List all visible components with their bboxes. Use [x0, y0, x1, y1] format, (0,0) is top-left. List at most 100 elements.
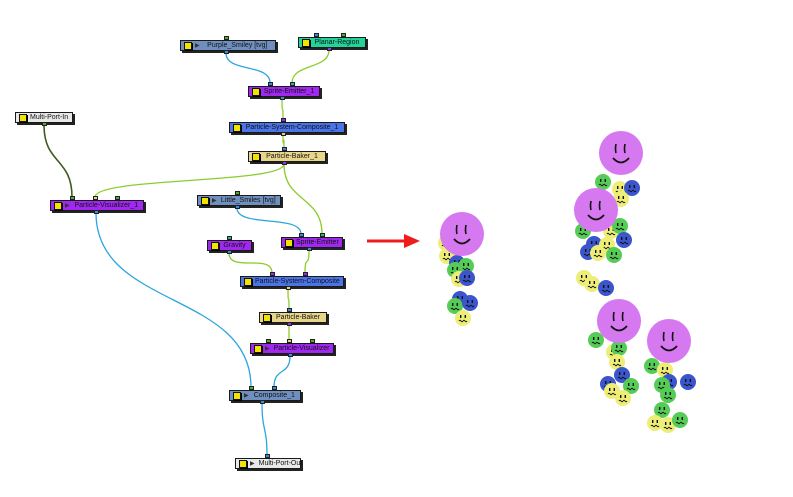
input-port[interactable]: [290, 82, 295, 86]
output-port[interactable]: [42, 122, 47, 126]
connection-psc-to-baker[interactable]: [287, 288, 290, 310]
node-enable-swatch[interactable]: [244, 277, 252, 286]
input-port[interactable]: [341, 33, 346, 37]
input-port[interactable]: [224, 36, 229, 40]
input-port[interactable]: [265, 454, 270, 458]
node-enable-swatch[interactable]: [254, 344, 262, 353]
expand-triangle-icon[interactable]: ▶: [65, 203, 70, 209]
node-label: Particle-Visualizer_1: [74, 202, 139, 209]
input-port[interactable]: [310, 339, 315, 343]
node-label: Particle-Baker: [276, 314, 320, 321]
input-port[interactable]: [115, 196, 120, 200]
input-port[interactable]: [268, 82, 273, 86]
output-port[interactable]: [227, 250, 232, 254]
output-port[interactable]: [280, 96, 285, 100]
expand-triangle-icon[interactable]: ▶: [265, 346, 270, 352]
input-port[interactable]: [227, 236, 232, 240]
small-smiley-green: [672, 412, 688, 428]
big-smiley: [599, 131, 643, 175]
input-port[interactable]: [270, 272, 275, 276]
output-port[interactable]: [94, 210, 99, 214]
node-enable-swatch[interactable]: [211, 241, 219, 250]
connection-composite-1-to-multi-port-out[interactable]: [261, 402, 268, 456]
node-label: Multi-Port-Out: [258, 460, 303, 467]
input-port[interactable]: [287, 339, 292, 343]
connection-little-smiles-to-sprite-emitter[interactable]: [236, 207, 302, 235]
node-enable-swatch[interactable]: [263, 313, 271, 322]
input-port[interactable]: [235, 191, 240, 195]
node-planar-region[interactable]: Planar-Region: [298, 37, 366, 48]
small-smiley-yellow: [660, 417, 676, 433]
expand-triangle-icon[interactable]: ▶: [212, 198, 217, 204]
node-composite-1[interactable]: ▶Composite_1: [229, 390, 301, 401]
input-port[interactable]: [320, 233, 325, 237]
node-enable-swatch[interactable]: [54, 201, 62, 210]
big-smiley: [574, 188, 618, 232]
node-label: Sprite-Emitter_1: [263, 88, 315, 95]
node-multi-port-out[interactable]: ▶Multi-Port-Out: [235, 458, 302, 469]
output-port[interactable]: [286, 286, 291, 290]
arrow-head-icon: [404, 234, 420, 248]
node-sprite-emitter[interactable]: Sprite-Emitter: [281, 237, 343, 248]
node-baker-1[interactable]: Particle-Baker_1: [248, 151, 326, 162]
output-port[interactable]: [281, 132, 286, 136]
expand-triangle-icon[interactable]: ▶: [244, 393, 249, 399]
node-enable-swatch[interactable]: [285, 238, 293, 247]
expand-triangle-icon[interactable]: ▶: [195, 43, 200, 49]
output-port[interactable]: [260, 400, 265, 404]
node-baker[interactable]: Particle-Baker: [259, 312, 327, 323]
big-smiley: [647, 319, 691, 363]
small-smiley-blue: [614, 367, 630, 383]
connection-gravity-to-psc[interactable]: [228, 252, 273, 274]
node-enable-swatch[interactable]: [201, 196, 209, 205]
input-port[interactable]: [314, 33, 319, 37]
node-psc-1[interactable]: Particle-System-Composite_1: [229, 122, 345, 133]
input-port[interactable]: [93, 196, 98, 200]
connection-visualizer-to-composite-1[interactable]: [273, 355, 291, 388]
node-enable-swatch[interactable]: [19, 113, 27, 122]
small-smiley-green: [606, 247, 622, 263]
small-smiley-green: [644, 358, 660, 374]
input-port[interactable]: [299, 233, 304, 237]
expand-triangle-icon[interactable]: ▶: [250, 461, 255, 467]
input-port[interactable]: [266, 339, 271, 343]
connection-baker-1-to-sprite-emitter[interactable]: [283, 163, 323, 235]
input-port[interactable]: [249, 386, 254, 390]
node-enable-swatch[interactable]: [239, 459, 247, 468]
output-port[interactable]: [235, 205, 240, 209]
input-port[interactable]: [281, 118, 286, 122]
output-port[interactable]: [327, 47, 332, 51]
connection-purple-smiley-to-sprite-emitter-1[interactable]: [225, 52, 271, 84]
output-port[interactable]: [224, 50, 229, 54]
input-port[interactable]: [272, 386, 277, 390]
connection-multi-port-in-to-visualizer-1[interactable]: [43, 124, 73, 198]
input-port[interactable]: [303, 272, 308, 276]
small-smiley-green: [611, 340, 627, 356]
connection-visualizer-1-to-composite-1[interactable]: [95, 212, 252, 388]
connection-sprite-emitter-1-to-psc-1[interactable]: [281, 98, 284, 120]
input-port[interactable]: [70, 196, 75, 200]
node-label: Planar-Region: [314, 39, 360, 46]
output-port[interactable]: [307, 247, 312, 251]
input-port[interactable]: [282, 147, 287, 151]
node-label: Particle-Baker_1: [266, 153, 318, 160]
connection-planar-region-to-sprite-emitter-1[interactable]: [291, 49, 330, 84]
connection-baker-1-to-visualizer-1[interactable]: [94, 163, 285, 198]
output-port[interactable]: [282, 161, 287, 165]
node-psc[interactable]: Particle-System-Composite: [240, 276, 344, 287]
node-enable-swatch[interactable]: [302, 38, 310, 47]
small-smiley-green: [612, 218, 628, 234]
node-enable-swatch[interactable]: [252, 152, 260, 161]
connection-psc-1-to-baker-1[interactable]: [282, 134, 285, 149]
connection-sprite-emitter-to-psc[interactable]: [304, 249, 310, 274]
node-enable-swatch[interactable]: [252, 87, 260, 96]
node-enable-swatch[interactable]: [233, 391, 241, 400]
node-label: Purple_Smiley [tvg]: [207, 42, 268, 49]
node-enable-swatch[interactable]: [184, 41, 192, 50]
node-enable-swatch[interactable]: [233, 123, 241, 132]
output-port[interactable]: [287, 322, 292, 326]
input-port[interactable]: [287, 308, 292, 312]
output-port[interactable]: [288, 353, 293, 357]
